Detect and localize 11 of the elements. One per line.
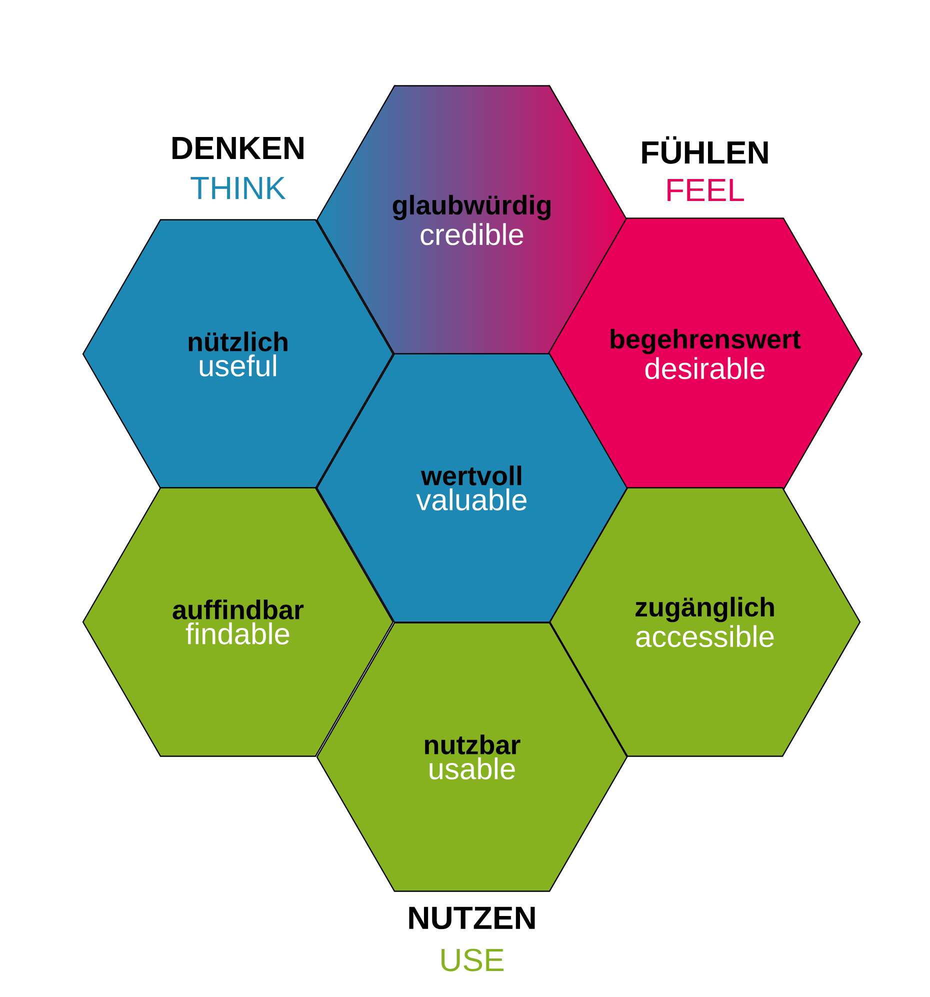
hexagon-tile: wertvoll valuable	[316, 353, 628, 623]
hexagon-tile: nutzbar usable	[316, 622, 628, 892]
hexagon-tile: begehrenswert desirable	[548, 218, 862, 490]
hexagon-tile: auffindbar findable	[82, 487, 394, 757]
category-label: DENKEN	[172, 137, 304, 160]
category-label: FEEL	[668, 179, 744, 202]
category-label: THINK	[190, 177, 286, 200]
hexagon-tile: nützlich useful	[82, 219, 394, 489]
hexagon-tile: zugänglich accessible	[549, 487, 861, 757]
category-label: USE	[442, 948, 504, 972]
category-label: FÜHLEN	[642, 136, 768, 164]
